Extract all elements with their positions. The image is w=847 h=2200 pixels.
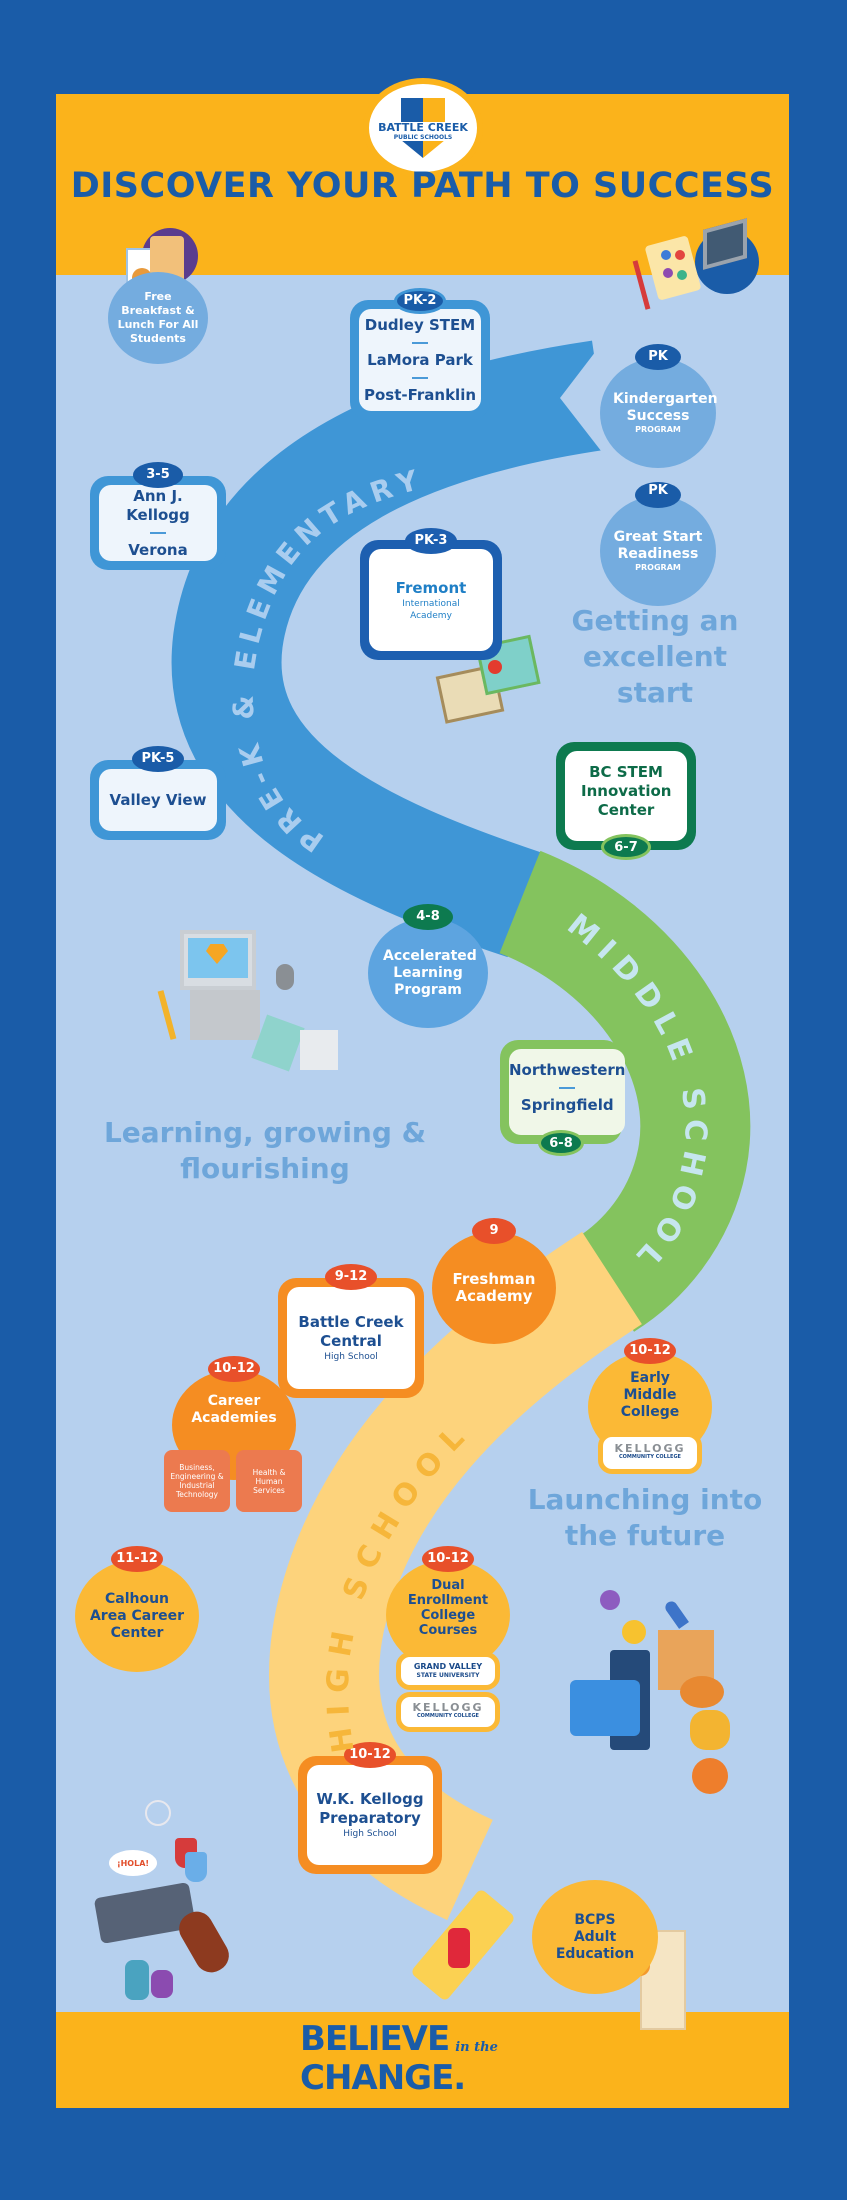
- school-ann-j-kellogg: Ann J. Kellogg: [126, 486, 190, 524]
- tagline-launching: Launching into the future: [527, 1483, 763, 1552]
- road-middle: [498, 850, 751, 1332]
- school-bc-stem: BC STEM Innovation Center: [581, 762, 672, 819]
- books-icon: [435, 634, 541, 730]
- track-label: Business, Engineering & Industrial Techn…: [170, 1463, 224, 1499]
- track-business-engineering[interactable]: Business, Engineering & Industrial Techn…: [164, 1450, 230, 1512]
- art-supplies-laptop-icon: [632, 218, 765, 320]
- logo-text: KELLOGG: [614, 1442, 686, 1455]
- card-3-5[interactable]: Ann J. Kellogg Verona 3-5: [90, 462, 226, 570]
- logo-text: KELLOGG: [412, 1701, 484, 1714]
- school-lamora-park: LaMora Park: [367, 350, 473, 369]
- separator: [412, 341, 428, 344]
- free-meals-text: Free Breakfast & Lunch For All Students: [117, 290, 199, 345]
- footer-line2: CHANGE.: [300, 2058, 466, 2098]
- grade-badge: 9-12: [325, 1264, 377, 1290]
- program-name: Calhoun Area Career Center: [89, 1590, 185, 1641]
- track-label: Health & Human Services: [252, 1467, 286, 1495]
- track-health-human-services[interactable]: Health & Human Services: [236, 1450, 302, 1512]
- program-name: Great Start Readiness: [613, 529, 703, 562]
- school-verona: Verona: [128, 540, 188, 559]
- program-name: Kindergarten Success: [613, 391, 718, 424]
- program-name: Accelerated Learning Program: [383, 947, 477, 998]
- school-battle-creek-central: Battle Creek Central: [298, 1313, 404, 1350]
- grade-badge: 10-12: [208, 1356, 260, 1382]
- grade-badge: 3-5: [133, 462, 183, 488]
- kellogg-cc-logo: KELLOGG COMMUNITY COLLEGE: [396, 1692, 500, 1732]
- laptop-study-icon: [150, 930, 350, 1072]
- grade-badge: 10-12: [344, 1742, 396, 1768]
- great-start-readiness-circle[interactable]: Great Start Readiness PROGRAM PK: [600, 482, 716, 606]
- school-post-franklin: Post-Franklin: [363, 385, 477, 404]
- footer-script: in the: [455, 2040, 498, 2055]
- program-name: Career Academies: [191, 1393, 277, 1426]
- arts-music-icon: ¡HOLA!: [93, 1800, 265, 2010]
- program-kind: PROGRAM: [635, 563, 681, 572]
- grade-badge: PK-3: [405, 528, 457, 554]
- logo-name: BATTLE CREEK: [376, 120, 470, 134]
- card-pk2[interactable]: Dudley STEM LaMora Park Post-Franklin PK…: [350, 288, 490, 420]
- district-logo: BATTLE CREEK PUBLIC SCHOOLS: [363, 78, 483, 178]
- school-subtitle: International Academy: [402, 598, 460, 621]
- tagline-excellent-start: Getting an excellent start: [571, 604, 739, 709]
- program-kind: PROGRAM: [635, 425, 681, 434]
- tagline-learning-growing: Learning, growing & flourishing: [103, 1116, 427, 1185]
- card-6-7[interactable]: BC STEM Innovation Center 6-7: [556, 742, 696, 860]
- school-dudley-stem: Dudley STEM: [364, 315, 476, 334]
- diploma-icon: [410, 1880, 530, 2002]
- school-subtitle: High School: [343, 1829, 397, 1839]
- road-elementary: [171, 340, 609, 958]
- program-name: Dual Enrollment College Courses: [407, 1578, 489, 1638]
- grade-badge: PK-2: [394, 288, 446, 314]
- hola-bubble: ¡HOLA!: [109, 1850, 157, 1876]
- grade-badge: 10-12: [422, 1546, 474, 1572]
- grade-badge: PK: [635, 482, 681, 508]
- accelerated-learning-circle[interactable]: Accelerated Learning Program 4-8: [368, 904, 488, 1028]
- logo-sub: COMMUNITY COLLEGE: [417, 1713, 479, 1719]
- school-wk-kellogg: W.K. Kellogg Preparatory: [316, 1790, 424, 1827]
- dual-enrollment-circle[interactable]: Dual Enrollment College Courses 10-12: [386, 1546, 510, 1670]
- grade-badge: 9: [472, 1218, 516, 1244]
- believe-in-the-change-logo: BELIEVE in the CHANGE.: [300, 2020, 560, 2104]
- adult-education-circle[interactable]: BCPS Adult Education: [532, 1880, 658, 1994]
- free-meals-circle: Free Breakfast & Lunch For All Students: [108, 272, 208, 364]
- school-springfield: Springfield: [520, 1096, 614, 1114]
- school-northwestern: Northwestern: [509, 1061, 626, 1079]
- school-valley-view: Valley View: [109, 790, 207, 809]
- footer-line1: BELIEVE: [300, 2019, 450, 2059]
- school-subtitle: High School: [324, 1352, 378, 1362]
- logo-sub: STATE UNIVERSITY: [416, 1672, 480, 1679]
- grade-badge: PK: [635, 344, 681, 370]
- card-9-12[interactable]: Battle Creek Central High School 9-12: [278, 1264, 424, 1398]
- logo-text: GRAND VALLEY: [413, 1662, 483, 1671]
- kellogg-cc-logo: KELLOGG COMMUNITY COLLEGE: [598, 1432, 702, 1474]
- program-name: Freshman Academy: [452, 1270, 536, 1305]
- grade-badge: 6-7: [601, 834, 651, 860]
- grade-badge: 11-12: [111, 1546, 163, 1572]
- grade-badge: PK-5: [132, 746, 184, 772]
- separator: [559, 1087, 576, 1089]
- page-title: DISCOVER YOUR PATH TO SUCCESS: [70, 166, 775, 206]
- separator: [150, 531, 166, 534]
- calhoun-career-center-circle[interactable]: Calhoun Area Career Center 11-12: [75, 1546, 199, 1672]
- grade-badge: 6-8: [538, 1130, 584, 1156]
- freshman-academy-circle[interactable]: Freshman Academy 9: [432, 1218, 556, 1344]
- grade-badge: 10-12: [624, 1338, 676, 1364]
- ribbon-notch: [560, 330, 612, 465]
- card-wk-kellogg[interactable]: W.K. Kellogg Preparatory High School 10-…: [298, 1742, 442, 1874]
- card-6-8[interactable]: Northwestern Springfield 6-8: [500, 1040, 626, 1156]
- program-name: BCPS Adult Education: [555, 1911, 635, 1962]
- card-pk5[interactable]: Valley View PK-5: [90, 746, 226, 840]
- kindergarten-success-circle[interactable]: Kindergarten Success PROGRAM PK: [600, 344, 718, 468]
- gvsu-logo: GRAND VALLEY STATE UNIVERSITY: [396, 1652, 500, 1690]
- logo-sub: COMMUNITY COLLEGE: [619, 1454, 681, 1460]
- logo-sub: PUBLIC SCHOOLS: [391, 133, 455, 141]
- school-fremont: Fremont: [395, 578, 467, 597]
- separator: [412, 376, 428, 379]
- grade-badge: 4-8: [403, 904, 453, 930]
- space-computer-sports-icon: [560, 1590, 740, 1820]
- program-name: Early Middle College: [620, 1369, 680, 1420]
- card-pk3[interactable]: Fremont International Academy PK-3: [360, 528, 502, 660]
